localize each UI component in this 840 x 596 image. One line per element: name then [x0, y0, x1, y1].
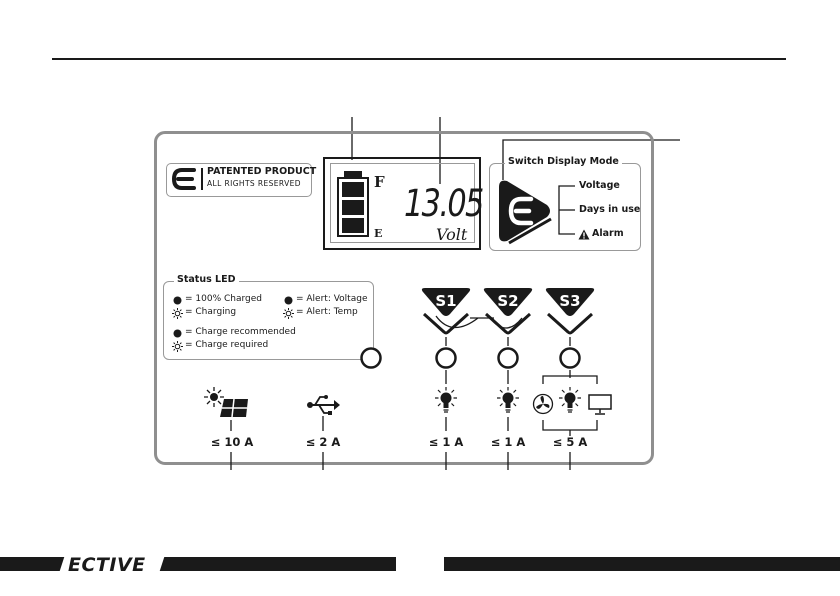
output-limit-s2: ≤ 1 A [483, 435, 533, 449]
footer-bar-right [444, 557, 840, 571]
switch-led-s3 [561, 349, 580, 368]
lamp-icon [433, 386, 459, 416]
switch-s3-label: S3 [557, 292, 583, 310]
switch-led-s2 [499, 349, 518, 368]
usb-icon [306, 394, 340, 416]
fan-icon [532, 393, 554, 415]
output-limit-solar: ≤ 10 A [197, 435, 267, 449]
footer-brand: ECTIVE [68, 554, 146, 576]
monitor-icon [587, 393, 613, 417]
output-limit-s3: ≤ 5 A [545, 435, 595, 449]
output-limit-s1: ≤ 1 A [421, 435, 471, 449]
switch-s1-label: S1 [433, 292, 459, 310]
switch-s2-label: S2 [495, 292, 521, 310]
lamp-icon [557, 386, 583, 416]
lamp-icon [495, 386, 521, 416]
output-limit-usb: ≤ 2 A [293, 435, 353, 449]
solar-panel-icon [200, 385, 252, 419]
switch-led-s1 [437, 349, 456, 368]
